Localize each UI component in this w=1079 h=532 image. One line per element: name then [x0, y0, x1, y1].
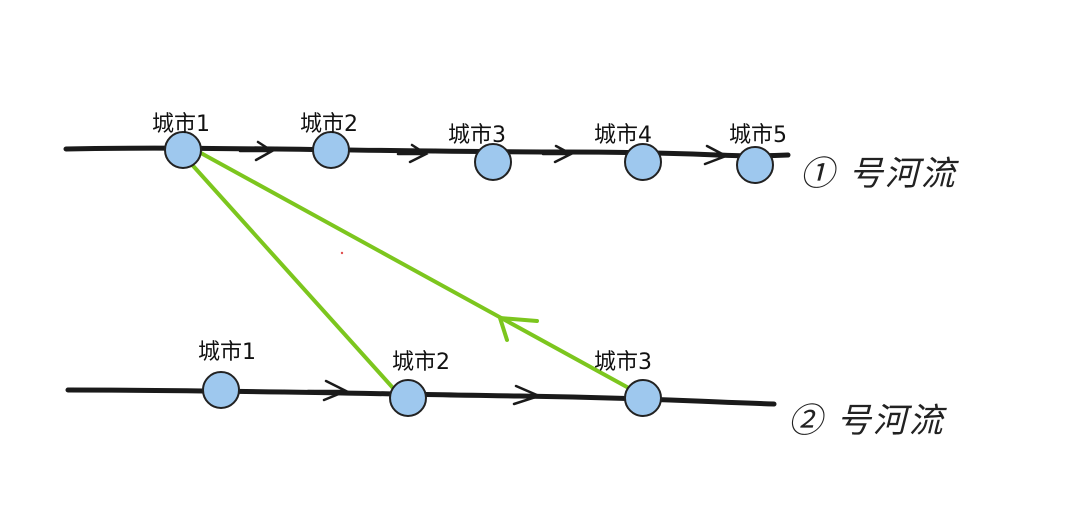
- river-1-flow-arrows: [238, 140, 730, 166]
- river-1-city-4-node: [624, 143, 662, 181]
- river-1-city-2-node: [312, 131, 350, 169]
- river-2-city-2-label: 城市2: [392, 350, 450, 375]
- connector-arrowhead: [498, 316, 539, 342]
- river-1-city-1-node: [164, 131, 202, 169]
- river-1-city-5-label: 城市5: [729, 123, 787, 148]
- river-1-city-2-label: 城市2: [300, 112, 358, 137]
- flow-arrow: [238, 140, 275, 162]
- river-1-city-3-node: [474, 143, 512, 181]
- river-2-city-1-label: 城市1: [198, 340, 256, 365]
- river-1-city-5-node: [736, 146, 774, 184]
- river-2-label: ② 号河流: [788, 401, 948, 441]
- river-1-city-4-label: 城市4: [594, 123, 652, 148]
- flow-arrow: [306, 379, 350, 402]
- connector-r1c1-to-r2c2: [184, 156, 404, 400]
- river-2-city-3-node: [624, 379, 662, 417]
- connector-r2c3-to-r1c1: [197, 150, 638, 394]
- river-2-line: [65, 387, 777, 407]
- river-1-cities: 城市1 城市2 城市3 城市4 城市5: [152, 112, 787, 184]
- river-2-city-3-label: 城市3: [594, 350, 652, 375]
- stray-mark: [340, 251, 344, 255]
- river-1-label: ① 号河流: [800, 154, 960, 194]
- river-1-city-3-label: 城市3: [448, 123, 506, 148]
- river-2-cities: 城市1 城市2 城市3: [198, 340, 662, 417]
- river-2-city-1-node: [202, 371, 240, 409]
- river-2-city-2-node: [389, 379, 427, 417]
- river-1-city-1-label: 城市1: [152, 112, 210, 137]
- flow-arrow: [541, 144, 574, 164]
- river-2-flow-arrows: [306, 379, 543, 406]
- flow-arrow: [690, 144, 730, 166]
- transfer-connectors: [184, 150, 638, 400]
- flow-arrow: [496, 384, 543, 406]
- flow-arrow: [396, 143, 429, 164]
